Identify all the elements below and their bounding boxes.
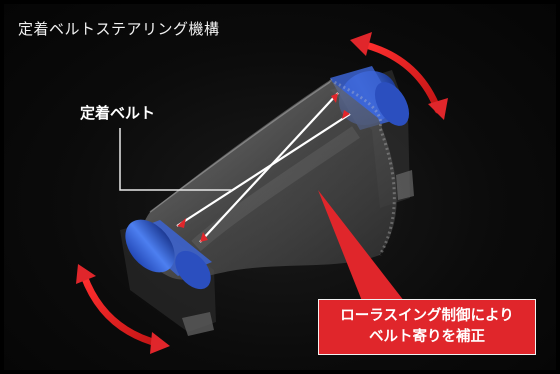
figure-caption: 定着ベルトステアリング機構 [18,20,220,38]
fixing-belt-label: 定着ベルト [80,104,156,122]
callout-line-1: ローラスイング制御により [340,308,514,324]
swing-arrow-top-right-icon [350,32,448,120]
callout-box: ローラスイング制御により ベルト寄りを補正 [318,299,536,355]
rear-roller [330,66,410,130]
skew-marker [342,110,350,119]
swing-arrow-bottom-left-icon [76,264,170,354]
callout-line-2: ベルト寄りを補正 [369,329,485,345]
skew-marker [331,93,338,103]
skew-marker [177,218,186,228]
belt-leader-line [119,128,232,191]
skew-marker [200,232,208,242]
belt-skew-lines [176,92,351,243]
front-roller [125,219,212,290]
callout-pointer [318,190,408,306]
fixing-belt [140,78,397,280]
